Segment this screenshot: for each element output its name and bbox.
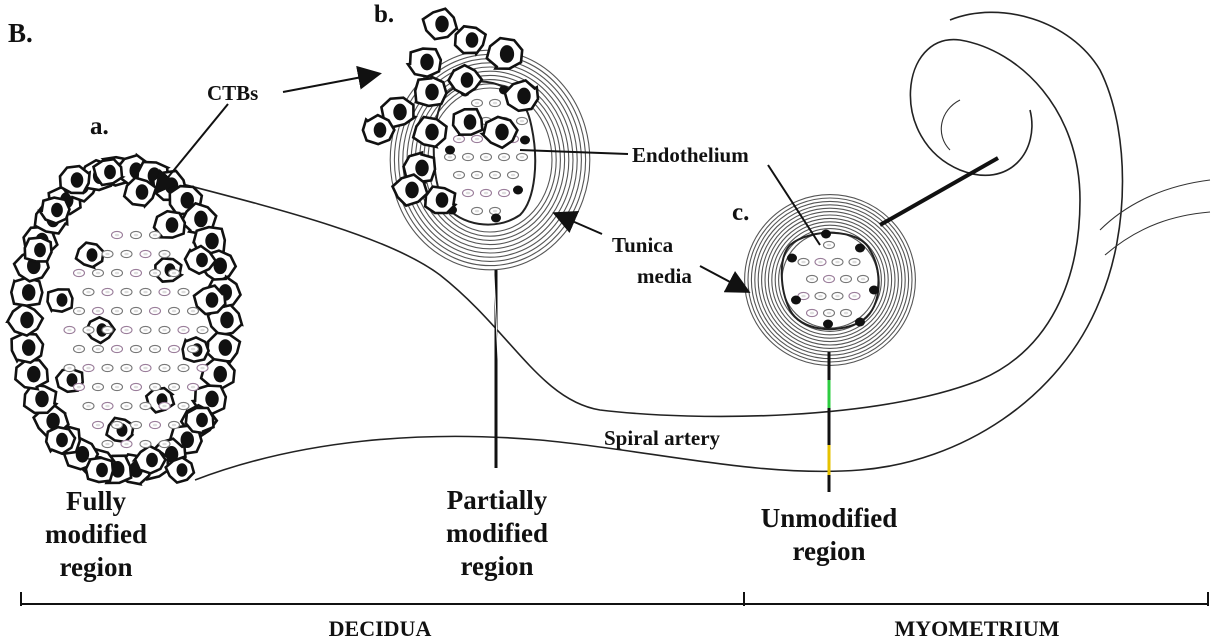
partially-modified-ctb-cells <box>363 9 538 213</box>
svg-text:Fully: Fully <box>66 486 127 516</box>
endothelial-nucleus <box>791 296 801 305</box>
cell-nucleus <box>96 463 108 478</box>
cell-nucleus <box>415 160 428 177</box>
ctbs-label: CTBs <box>207 81 258 105</box>
cell-nucleus <box>220 312 233 329</box>
endothelial-nucleus <box>869 286 879 295</box>
svg-text:region: region <box>60 552 133 582</box>
tunica-media-label-line2: media <box>637 264 692 288</box>
endothelial-nucleus <box>520 136 530 145</box>
myometrium-label: MYOMETRIUM <box>895 616 1060 641</box>
cell-nucleus <box>495 124 508 141</box>
cell-nucleus <box>374 122 387 138</box>
svg-text:Partially: Partially <box>447 485 548 515</box>
endothelial-nucleus <box>855 318 865 327</box>
cell-nucleus <box>206 292 219 308</box>
cell-nucleus <box>20 312 33 329</box>
cell-nucleus <box>517 88 530 105</box>
sub-label-b: b. <box>374 1 394 28</box>
endothelial-nucleus <box>445 146 455 155</box>
cell-nucleus <box>405 182 418 199</box>
endothelium-label: Endothelium <box>632 143 749 167</box>
tissue-axis: DECIDUA MYOMETRIUM <box>20 592 1208 641</box>
cell-nucleus <box>71 172 84 188</box>
cell-nucleus <box>461 72 474 88</box>
region-marker-lines <box>494 270 829 492</box>
endothelium-leader-b <box>520 150 628 154</box>
decidua-label: DECIDUA <box>329 616 432 641</box>
cell-nucleus <box>436 192 449 208</box>
cell-nucleus <box>425 124 438 141</box>
endothelial-nucleus <box>787 254 797 263</box>
panel-label: B. <box>8 18 33 48</box>
partially-modified-region-label: Partially modified region <box>446 485 548 581</box>
cell-nucleus <box>464 114 477 130</box>
cell-nucleus <box>466 32 479 48</box>
tunica-arrow-b <box>556 214 602 234</box>
sub-label-a: a. <box>90 113 109 140</box>
cell-nucleus <box>22 339 35 356</box>
cell-nucleus <box>196 413 208 428</box>
unmodified-region-label: Unmodified region <box>761 503 898 566</box>
tunica-arrow-c <box>700 266 747 291</box>
svg-text:Unmodified: Unmodified <box>761 503 898 533</box>
cell-nucleus <box>104 165 116 180</box>
cell-nucleus <box>56 433 68 448</box>
cell-nucleus <box>57 293 68 307</box>
unmodified-red-cells <box>798 241 869 316</box>
cell-nucleus <box>196 253 208 268</box>
svg-text:region: region <box>793 536 866 566</box>
cell-nucleus <box>435 16 448 33</box>
cell-nucleus <box>425 84 438 101</box>
svg-text:modified: modified <box>446 518 548 548</box>
cell-nucleus <box>177 463 188 477</box>
endothelial-nucleus <box>491 214 501 223</box>
tunica-media-label-line1: Tunica <box>612 233 674 257</box>
endothelial-nucleus <box>513 186 523 195</box>
sub-label-c: c. <box>732 199 749 226</box>
cell-nucleus <box>51 203 63 218</box>
cell-nucleus <box>194 211 207 228</box>
cell-nucleus <box>393 104 406 121</box>
cell-nucleus <box>219 339 232 356</box>
endothelial-nucleus <box>855 244 865 253</box>
cell-nucleus <box>27 366 40 383</box>
spiral-artery-label: Spiral artery <box>604 426 721 450</box>
endothelial-nucleus <box>823 320 833 329</box>
cell-nucleus <box>214 366 227 383</box>
cross-section-pointer <box>880 158 998 225</box>
cell-nucleus <box>205 233 218 250</box>
cell-nucleus <box>166 217 179 233</box>
cell-nucleus <box>205 391 218 408</box>
cell-nucleus <box>35 391 48 408</box>
cell-nucleus <box>136 184 149 200</box>
endothelial-nucleus <box>821 230 831 239</box>
cell-nucleus <box>500 45 514 63</box>
ctbs-arrow-a <box>156 104 228 192</box>
svg-text:modified: modified <box>45 519 147 549</box>
cell-nucleus <box>34 243 46 258</box>
cell-nucleus <box>420 54 433 71</box>
ctbs-arrow-b <box>283 74 378 92</box>
cell-nucleus <box>146 453 158 468</box>
fully-modified-region-label: Fully modified region <box>45 486 147 582</box>
cell-nucleus <box>22 284 35 301</box>
cell-nucleus <box>87 248 98 262</box>
svg-text:region: region <box>461 551 534 581</box>
fully-modified-vessel-cells <box>7 155 242 484</box>
